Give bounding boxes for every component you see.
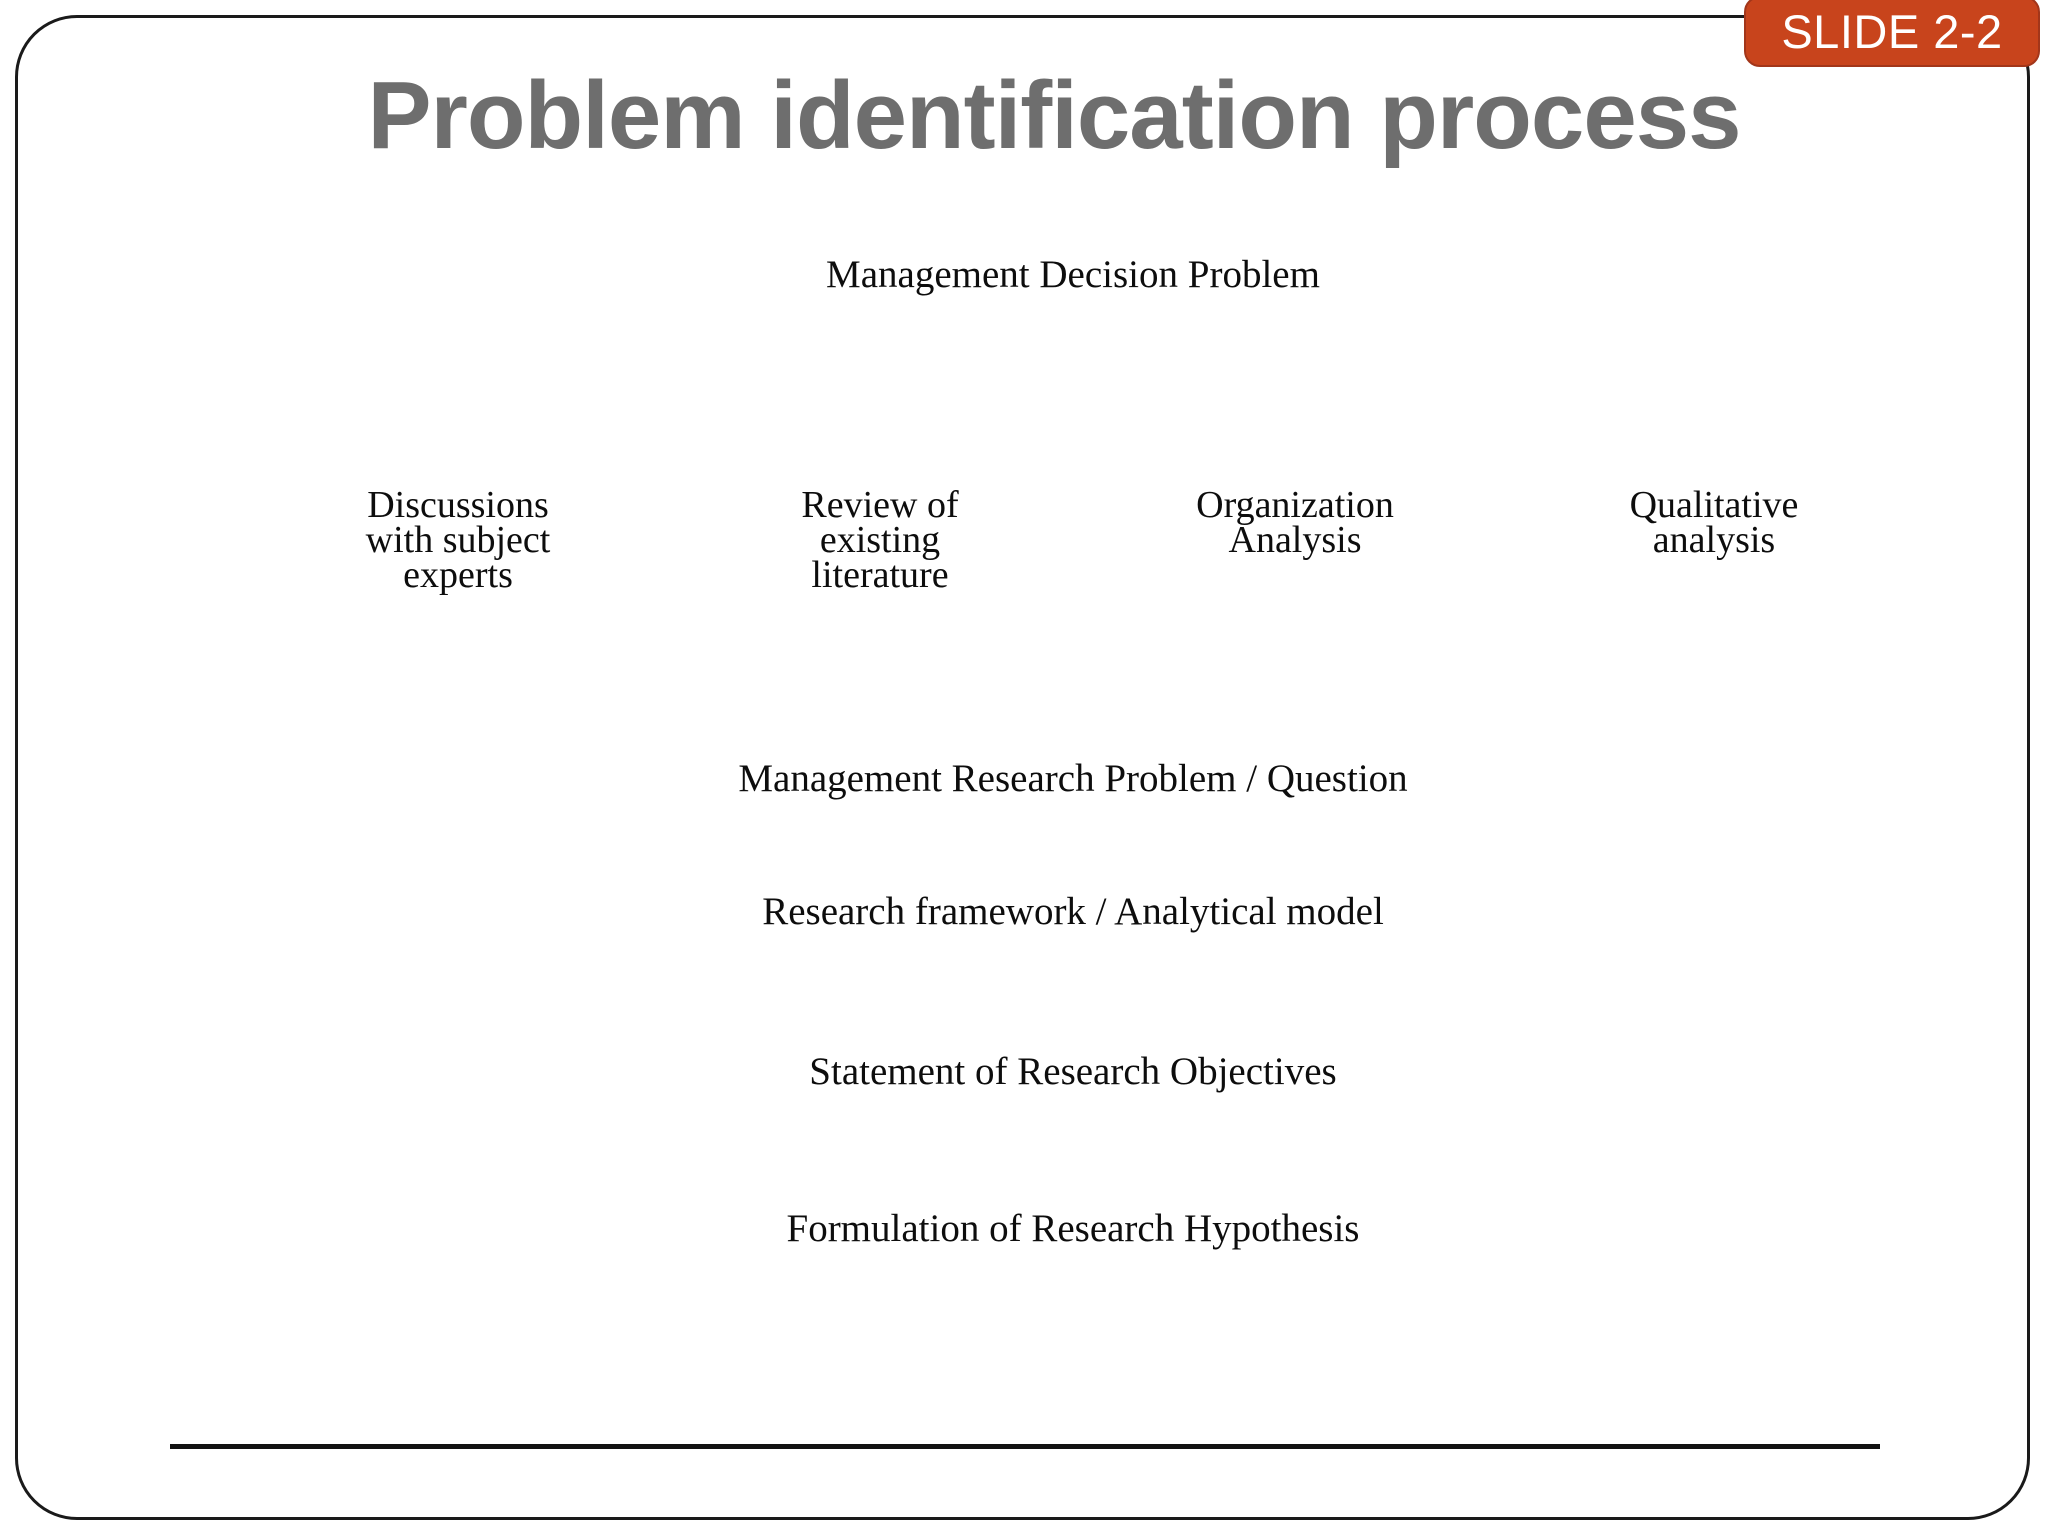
diagram-node-stage-1: Management Research Problem / Question bbox=[738, 757, 1408, 800]
footer-divider bbox=[170, 1444, 1880, 1449]
diagram-node-source-1: Discussions with subject experts bbox=[365, 484, 551, 596]
diagram-node-stage-4: Formulation of Research Hypothesis bbox=[786, 1207, 1360, 1250]
slide-number-badge: SLIDE 2-2 bbox=[1744, 0, 2040, 67]
page-title: Problem identification process bbox=[367, 62, 1742, 169]
diagram-node-source-3: Organization Analysis bbox=[1196, 484, 1394, 561]
diagram-node-stage-3: Statement of Research Objectives bbox=[809, 1050, 1337, 1093]
diagram-node-stage-2: Research framework / Analytical model bbox=[762, 890, 1384, 933]
diagram-node-source-2: Review of existing literature bbox=[801, 484, 959, 596]
diagram-node-source-4: Qualitative analysis bbox=[1629, 484, 1799, 561]
diagram-node-management-decision-problem: Management Decision Problem bbox=[826, 253, 1320, 296]
